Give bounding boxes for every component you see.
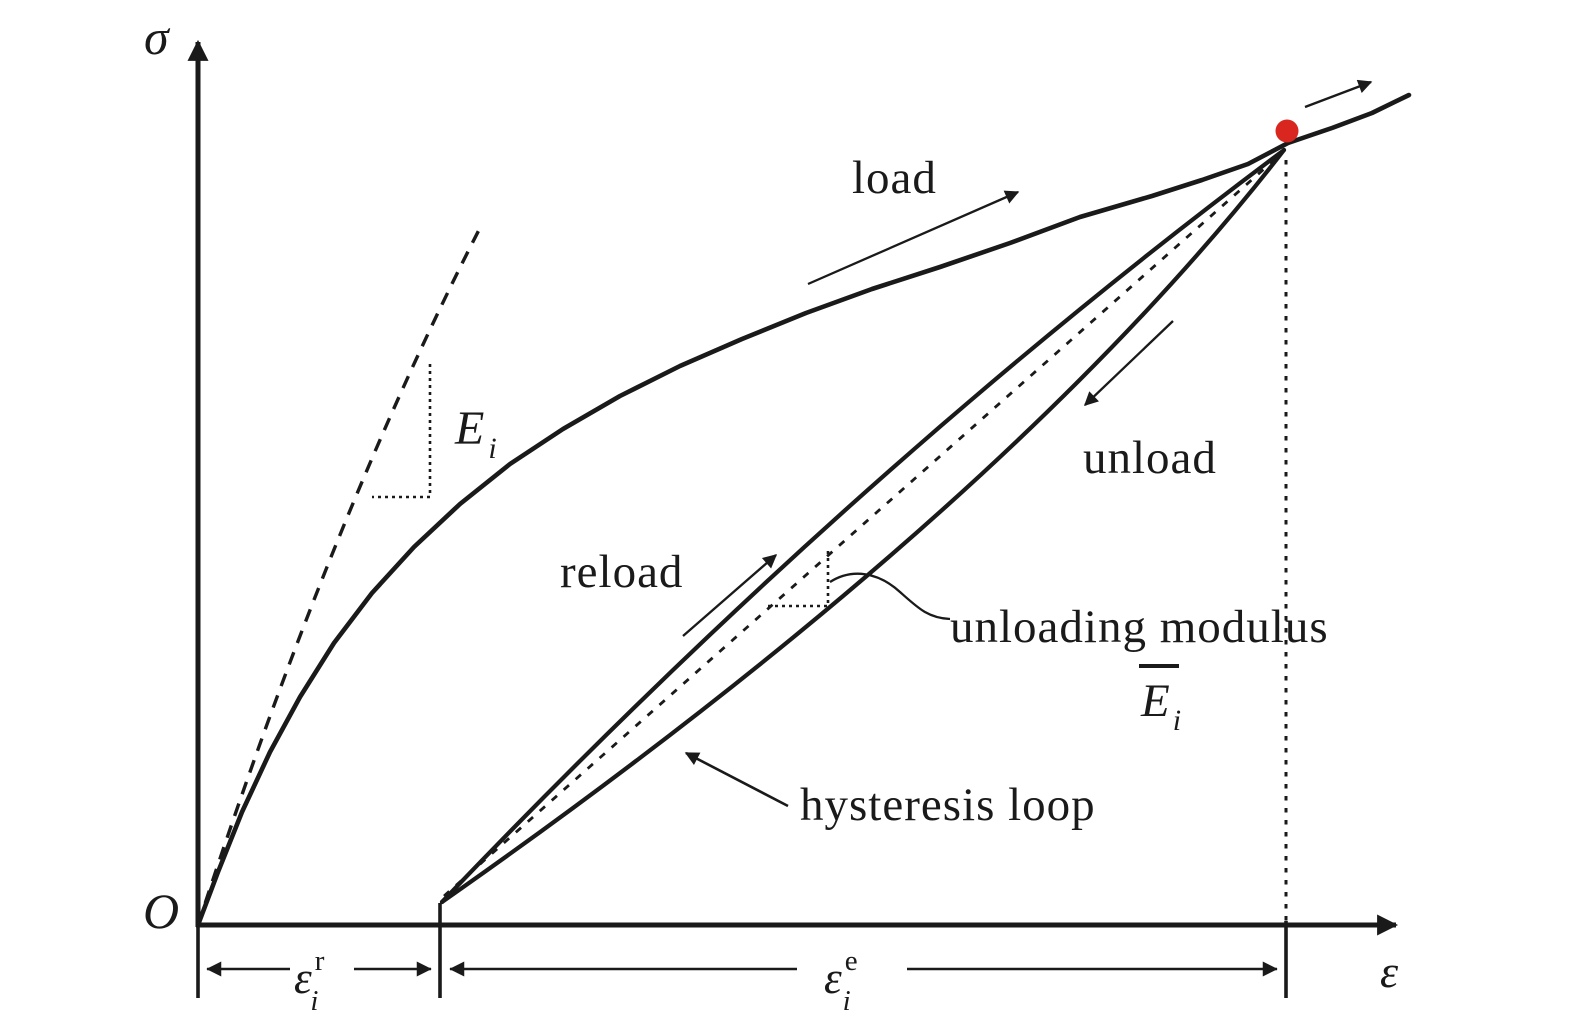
unloading-modulus-slope-triangle <box>764 551 830 608</box>
hysteresis-loop-label: hysteresis loop <box>800 779 1096 831</box>
initial-modulus-slope-triangle <box>372 364 432 499</box>
load-label: load <box>852 152 937 204</box>
axes <box>187 39 1399 936</box>
reload-direction-arrow <box>682 554 778 637</box>
origin-label: O <box>143 883 179 939</box>
residual-strain-sup: r <box>315 945 325 977</box>
unloading-modulus-base: E <box>1140 675 1170 727</box>
initial-modulus-sub: i <box>488 432 496 465</box>
unload-direction-arrow <box>1083 320 1174 406</box>
elastic-strain-sup: e <box>845 945 858 977</box>
residual-strain-sub: i <box>310 985 318 1017</box>
load-curve <box>195 92 1412 928</box>
unload-point <box>1275 119 1299 143</box>
reload-label: reload <box>560 546 683 598</box>
unload-label: unload <box>1083 432 1217 484</box>
unloading-modulus-chord-dotted <box>443 151 1283 898</box>
initial-modulus-dashed-line <box>196 225 483 926</box>
unload-curve <box>439 147 1287 905</box>
residual-strain-base: ε <box>294 953 312 1003</box>
unloading-modulus-label: unloading modulus <box>950 601 1329 653</box>
sigma-axis-label: σ <box>144 9 171 65</box>
elastic-strain-sub: i <box>843 985 851 1017</box>
unloading-modulus-leader-curve <box>829 572 951 621</box>
unloading-modulus-sub: i <box>1173 704 1181 737</box>
initial-modulus-base: E <box>454 402 484 455</box>
reload-curve <box>439 147 1287 905</box>
hysteresis-pointer-arrow <box>684 751 789 808</box>
epsilon-axis-label: ε <box>1380 946 1399 997</box>
continue-load-direction-arrow <box>1304 79 1373 109</box>
load-direction-arrow <box>807 190 1020 286</box>
dimension-ticks <box>196 903 1288 998</box>
elastic-strain-base: ε <box>824 953 842 1003</box>
